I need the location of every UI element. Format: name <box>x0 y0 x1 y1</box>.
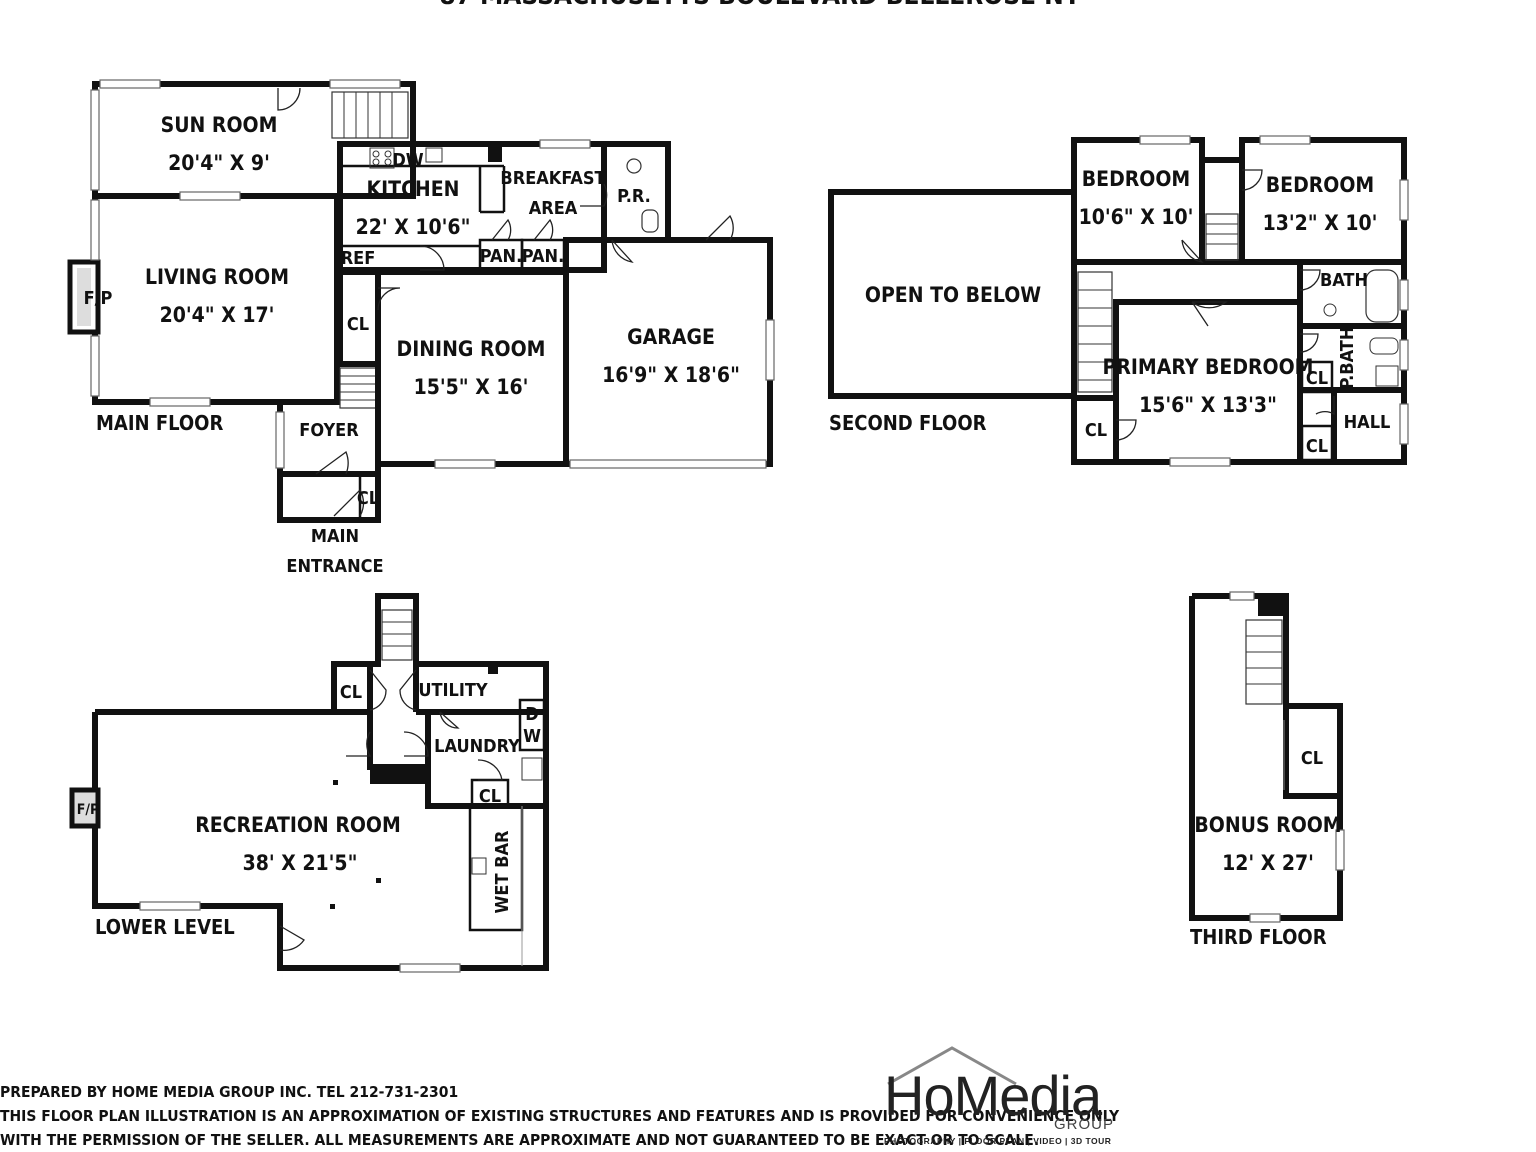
closet-third-label: CL <box>1301 748 1323 769</box>
garage-dims: 16'9" X 18'6" <box>602 363 740 387</box>
sun-room-walls <box>92 81 416 199</box>
homedia-logo: HoMedia GROUP PHOTOGRAPHY | FLOOR PLAN |… <box>884 1044 1124 1146</box>
living-room-dims: 20'4" X 17' <box>160 303 275 327</box>
p-bath-label: P.BATH <box>1337 327 1358 390</box>
open-to-below-label: OPEN TO BELOW <box>865 283 1041 307</box>
closet-second-3-label: CL <box>1306 436 1328 457</box>
bedroom-2-label: BEDROOM <box>1266 173 1374 197</box>
pantry-1-label: PAN. <box>480 246 522 267</box>
kitchen-label: KITCHEN <box>367 177 460 201</box>
closet-second-2-label: CL <box>1306 368 1328 389</box>
dishwasher-label: DW <box>392 150 423 171</box>
recreation-room-dims: 38' X 21'5" <box>243 851 358 875</box>
bonus-room-dims: 12' X 27' <box>1222 851 1314 875</box>
living-room-walls <box>92 193 340 405</box>
bedroom-1-label: BEDROOM <box>1082 167 1190 191</box>
property-address-title: 87 MASSACHUSETTS BOULEVARD BELLEROSE NY <box>439 0 1081 11</box>
bedroom-2-dims: 13'2" X 10' <box>1263 211 1378 235</box>
laundry-label: LAUNDRY <box>434 736 520 757</box>
powder-room-label: P.R. <box>617 186 651 207</box>
house-roof-icon <box>887 1046 1017 1086</box>
bath-label: BATH <box>1320 270 1368 291</box>
refrigerator-label: REF <box>341 248 376 269</box>
logo-brand: HoMedia <box>884 1064 1102 1127</box>
closet-foyer-label: CL <box>357 488 379 509</box>
recreation-room-label: RECREATION ROOM <box>195 813 401 837</box>
garage-walls <box>563 237 773 467</box>
breakfast-label: BREAKFAST <box>500 168 605 189</box>
primary-bedroom-dims: 15'6" X 13'3" <box>1139 393 1277 417</box>
second-floor-plan: OPEN TO BELOW BEDROOM 10'6" X 10' BEDROO… <box>828 135 1409 467</box>
foyer-label: FOYER <box>299 420 359 441</box>
logo-tagline: PHOTOGRAPHY | FLOOR PLAN | VIDEO | 3D TO… <box>884 1136 1112 1146</box>
closet-main-label: CL <box>347 314 369 335</box>
sun-room-label: SUN ROOM <box>161 113 278 137</box>
bedroom-2-walls <box>1239 137 1407 265</box>
closet-lower-2-label: CL <box>479 786 501 807</box>
fireplace-lower-label: F/P <box>77 802 99 818</box>
third-floor-label: THIRD FLOOR <box>1190 925 1327 949</box>
bedroom-1-dims: 10'6" X 10' <box>1079 205 1194 229</box>
closet-lower-1-label: CL <box>340 682 362 703</box>
hall-label: HALL <box>1344 412 1391 433</box>
kitchen-dims: 22' X 10'6" <box>356 215 471 239</box>
fireplace-label: F/P <box>84 288 113 309</box>
main-floor-label: MAIN FLOOR <box>96 411 223 435</box>
garage-label: GARAGE <box>627 325 715 349</box>
washer-label: W <box>523 726 541 747</box>
dining-room-dims: 15'5" X 16' <box>414 375 529 399</box>
dryer-label: D <box>525 704 538 725</box>
utility-label: UTILITY <box>418 680 488 701</box>
dining-room-label: DINING ROOM <box>397 337 546 361</box>
primary-bedroom-label: PRIMARY BEDROOM <box>1103 355 1314 379</box>
footer-line-2: THIS FLOOR PLAN ILLUSTRATION IS AN APPRO… <box>0 1107 1120 1125</box>
footer-disclaimer: PREPARED BY HOME MEDIA GROUP INC. TEL 21… <box>0 1080 1120 1152</box>
bonus-room-label: BONUS ROOM <box>1194 813 1341 837</box>
pantry-2-label: PAN. <box>522 246 564 267</box>
main-entrance-label-2: ENTRANCE <box>286 556 383 577</box>
third-floor-plan: CL BONUS ROOM 12' X 27' THIRD FLOOR <box>1189 591 1345 949</box>
main-floor-plan: SUN ROOM 20'4" X 9' LIVING ROOM 20'4" X … <box>67 79 775 577</box>
second-floor-label: SECOND FLOOR <box>829 411 987 435</box>
lower-level-plan: CL UTILITY LAUNDRY D W CL RECREATION ROO… <box>69 593 549 973</box>
breakfast-area-label: AREA <box>529 198 578 219</box>
lower-level-label: LOWER LEVEL <box>95 915 235 939</box>
living-room-label: LIVING ROOM <box>145 265 289 289</box>
footer-line-1: PREPARED BY HOME MEDIA GROUP INC. TEL 21… <box>0 1083 459 1101</box>
sun-room-dims: 20'4" X 9' <box>168 151 270 175</box>
dining-room-walls <box>375 269 569 467</box>
closet-second-1-label: CL <box>1085 420 1107 441</box>
recreation-room-walls <box>92 593 549 971</box>
logo-group: GROUP <box>1054 1116 1115 1133</box>
fireplace-lower <box>69 787 101 829</box>
footer-line-3: WITH THE PERMISSION OF THE SELLER. ALL M… <box>0 1131 1040 1149</box>
main-entrance-label-1: MAIN <box>311 526 359 547</box>
wet-bar-label: WET BAR <box>492 830 513 913</box>
